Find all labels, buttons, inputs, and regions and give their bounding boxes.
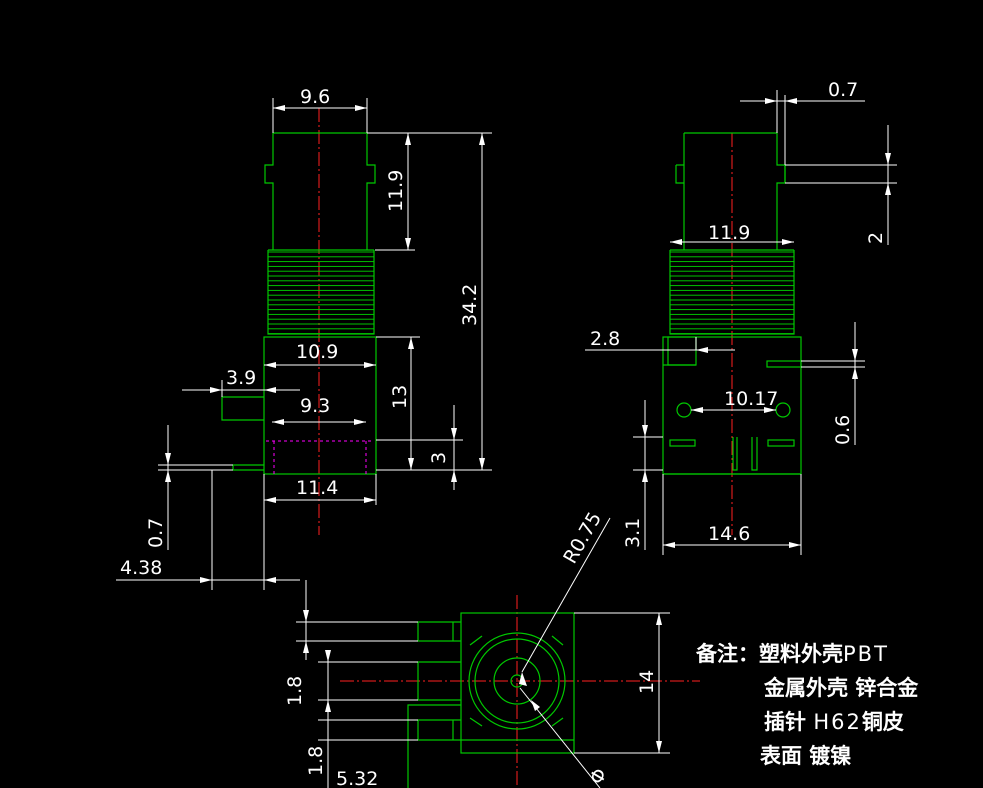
dim-bottom-offset: 5.32 [336,768,378,788]
dim-front-bottom-width: 11.4 [296,477,338,499]
note-line-3: 插针 H62铜皮 [696,706,918,740]
dim-front-body-height: 13 [389,385,411,409]
dim-side-pin-spacing: 10.17 [724,388,778,410]
dim-side-hex-width: 11.9 [708,222,750,244]
note-surface: 表面 镀镍 [760,744,852,768]
front-view: 9.6 11.9 34.2 10.9 13 3.9 9.3 3 11.4 0.7… [116,86,492,590]
dim-front-nut-height: 11.9 [385,170,407,212]
note-line-4: 表面 镀镍 [696,740,918,774]
dim-front-body-width: 10.9 [296,341,338,363]
dim-front-base-height: 3 [428,452,450,464]
dim-side-peg-width: 2.8 [590,328,620,350]
dim-side-post-height: 3.1 [622,518,644,548]
dim-front-overall-height: 34.2 [459,284,481,326]
dim-side-tab-thickness: 0.7 [828,79,858,101]
note-pin-suffix: 铜皮 [861,710,904,734]
note-pin-value: H62 [813,710,862,734]
note-metal-shell: 金属外壳 锌合金 [764,676,919,700]
dim-side-body-width: 14.6 [708,523,750,545]
bottom-view: R0.75 1.8 1.8 5.32 14 Φ [284,508,700,788]
dim-front-pin-length: 4.38 [120,557,162,579]
dim-bottom-diameter: Φ [585,765,612,788]
note-line-2: 金属外壳 锌合金 [696,672,918,706]
side-view: 0.7 2 11.9 2.8 10.17 0.6 3.1 14.6 [585,79,897,555]
note-pin-label: 插针 [764,710,814,734]
dim-front-inner-width: 9.3 [300,395,330,417]
note-line-1: 备注：塑料外壳PBT [696,638,918,672]
dim-bottom-height: 14 [636,670,658,694]
dim-bottom-pin-b: 1.8 [305,746,327,776]
dim-bottom-pin-a: 1.8 [284,676,306,706]
dim-side-clip-thickness: 0.6 [832,415,854,445]
notes-heading: 备注： [696,642,759,666]
note-material-value: PBT [843,642,889,666]
dim-front-pin-offset: 3.9 [226,367,256,389]
note-material-label: 塑料外壳 [759,642,843,666]
dim-front-top-width: 9.6 [300,86,330,108]
dim-front-pin-thickness: 0.7 [145,518,167,548]
dim-side-tab-height: 2 [865,232,887,244]
notes-block: 备注：塑料外壳PBT 金属外壳 锌合金 插针 H62铜皮 表面 镀镍 [696,638,918,774]
